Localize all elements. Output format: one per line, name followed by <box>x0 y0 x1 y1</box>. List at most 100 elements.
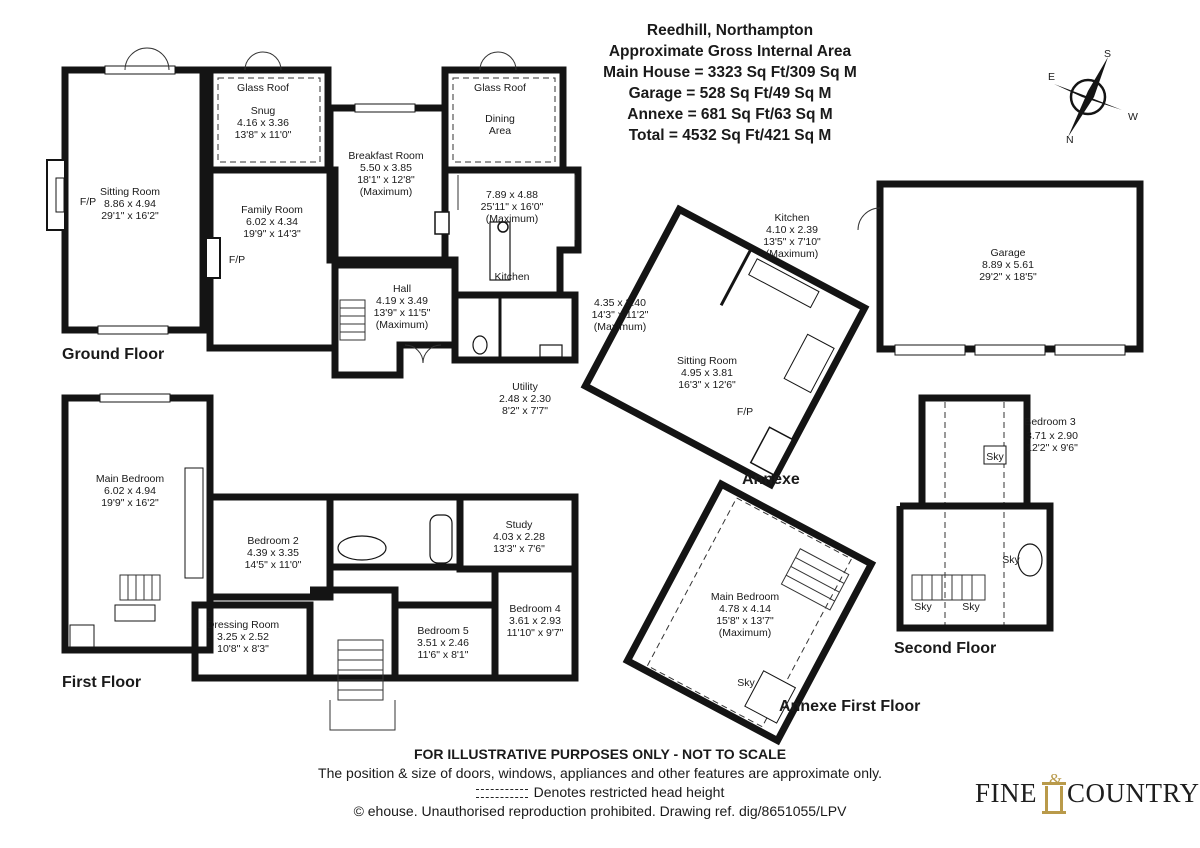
room-label: Glass Roof <box>237 82 289 94</box>
french-doors <box>244 51 282 71</box>
skylight-label: Sky <box>737 677 755 689</box>
room-label: 11'6" x 8'1" <box>418 649 469 661</box>
room-label: Breakfast Room <box>348 150 424 162</box>
garage-door <box>974 344 1046 356</box>
room-label: Glass Roof <box>474 82 526 94</box>
area-subtitle: Approximate Gross Internal Area <box>608 43 852 60</box>
room-label: Dressing Room <box>207 619 280 631</box>
room-label: 29'1" x 16'2" <box>101 210 159 222</box>
first-floor-plan <box>61 393 579 731</box>
room-label: Bedroom 4 <box>509 603 561 615</box>
room-label: 13'5" x 7'10" <box>763 236 821 248</box>
logo-country: COUNTRY <box>1067 778 1200 808</box>
fireplace-hearth <box>55 177 65 213</box>
room-label: 6.02 x 4.34 <box>246 216 298 228</box>
property-title: Reedhill, Northampton <box>646 22 814 39</box>
room-labels: Sitting Room 8.86 x 4.94 29'1" x 16'2" F… <box>80 82 1078 689</box>
room-label: Dining <box>485 113 515 125</box>
garage-door <box>1054 344 1126 356</box>
room-label: Study <box>506 519 534 531</box>
garage-door <box>894 344 966 356</box>
area-main-house: Main House = 3323 Sq Ft/309 Sq M <box>603 64 857 81</box>
staircase <box>339 299 366 341</box>
staircase <box>780 548 850 611</box>
room-label: 4.35 x 3.40 <box>594 297 646 309</box>
bathrooms-walls <box>326 493 464 571</box>
restricted-head-height <box>646 497 853 728</box>
room-label: Area <box>489 125 511 137</box>
room-label: 14'5" x 11'0" <box>245 559 302 571</box>
pillar-icon <box>1042 782 1066 814</box>
bath <box>337 535 387 561</box>
title-block: Reedhill, Northampton Approximate Gross … <box>560 20 900 146</box>
room-label: 4.78 x 4.14 <box>719 603 771 615</box>
fireplace <box>205 237 221 279</box>
room-label: 15'8" x 13'7" <box>716 615 774 627</box>
room-label: Sitting Room <box>100 186 160 198</box>
room-label: 13'9" x 11'5" <box>374 307 431 319</box>
copyright: © ehouse. Unauthorised reproduction proh… <box>353 803 847 819</box>
hob <box>434 211 450 235</box>
room-label: (Maximum) <box>594 321 647 333</box>
footer: FOR ILLUSTRATIVE PURPOSES ONLY - NOT TO … <box>150 745 1050 821</box>
room-label: Sitting Room <box>677 355 737 367</box>
room-label: 3.25 x 2.52 <box>217 631 269 643</box>
room-label: Kitchen <box>494 271 529 283</box>
staircase <box>119 574 161 601</box>
glass-roof-outline <box>217 77 321 163</box>
annexe-partition <box>719 247 753 306</box>
annexe-first-floor-label: Annexe First Floor <box>779 698 921 715</box>
worktop <box>457 175 576 240</box>
second-floor-label: Second Floor <box>894 640 997 657</box>
annexe-plan <box>580 204 870 490</box>
room-label: 19'9" x 14'3" <box>243 228 301 240</box>
window <box>99 393 171 403</box>
room-label: 5.50 x 3.85 <box>360 162 412 174</box>
shower <box>69 624 95 648</box>
first-floor-label: First Floor <box>62 674 142 691</box>
skylight-label: Sky <box>962 601 980 613</box>
shower <box>744 670 797 724</box>
room-label: 3.71 x 2.90 <box>1026 430 1078 442</box>
compass-w-label: W <box>1128 111 1138 123</box>
room-label: 3.51 x 2.46 <box>417 637 469 649</box>
room-label: 29'2" x 18'5" <box>979 271 1037 283</box>
logo-fine: FINE <box>975 778 1037 808</box>
room-label: 25'11" x 16'0" <box>481 201 544 213</box>
garage-plan <box>857 180 1144 356</box>
second-floor-lower-walls <box>896 502 1054 632</box>
worktop <box>748 258 820 309</box>
kitchen-island <box>489 221 511 281</box>
side-door <box>857 207 881 231</box>
room-label: 19'9" x 16'2" <box>101 497 159 509</box>
room-label: 4.10 x 2.39 <box>766 224 818 236</box>
room-label: 7.89 x 4.88 <box>486 189 538 201</box>
annexe-walls <box>580 204 870 490</box>
restricted-head-height-sample <box>475 789 528 798</box>
room-label: Bedroom 3 <box>1024 416 1076 428</box>
compass-needle-east-west <box>1054 84 1122 110</box>
skylight-label: Sky <box>986 451 1004 463</box>
skylight-label: Sky <box>914 601 932 613</box>
compass-ring <box>1069 78 1107 116</box>
legend-text: Denotes restricted head height <box>533 784 725 800</box>
bath <box>429 514 453 564</box>
room-label: 8.89 x 5.61 <box>982 259 1034 271</box>
glass-roof-outline <box>452 77 556 163</box>
fp-label: F/P <box>737 406 753 418</box>
room-label: 8.86 x 4.94 <box>104 198 156 210</box>
room-label: Bedroom 5 <box>417 625 469 637</box>
staircase <box>783 333 835 394</box>
room-label: Garage <box>990 247 1025 259</box>
bath <box>114 604 156 622</box>
room-label: 10'8" x 8'3" <box>217 643 269 655</box>
room-label: (Maximum) <box>486 213 539 225</box>
room-label: 4.39 x 3.35 <box>247 547 299 559</box>
landing-walls <box>310 586 399 682</box>
bedroom-4-walls <box>491 565 579 682</box>
room-label: (Maximum) <box>719 627 772 639</box>
compass-e-label: E <box>1048 71 1055 83</box>
annexe-first-floor-plan <box>622 479 877 746</box>
french-doors <box>124 47 170 71</box>
room-label: (Maximum) <box>360 186 413 198</box>
